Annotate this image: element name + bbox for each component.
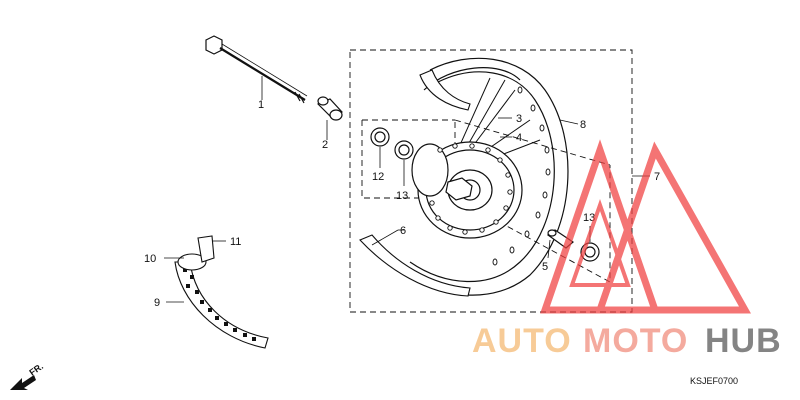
callout-7: 7 <box>654 171 660 183</box>
callout-9: 9 <box>154 297 160 309</box>
rim-spoke-holes <box>492 86 551 266</box>
callout-1: 1 <box>258 99 264 111</box>
watermark-logo: AUTO MOTO HUB <box>472 139 782 360</box>
inner-tube <box>177 235 215 271</box>
callout-3: 3 <box>516 113 522 125</box>
callout-12: 12 <box>372 171 384 183</box>
callout-2: 2 <box>322 139 328 151</box>
callout-13-right: 13 <box>583 212 595 224</box>
callout-6: 6 <box>400 225 406 237</box>
callout-5: 5 <box>542 261 548 273</box>
rim-band <box>359 69 471 297</box>
bearing-left-2 <box>394 140 414 160</box>
watermark-auto: AUTO <box>472 322 572 360</box>
callout-8: 8 <box>580 119 586 131</box>
bearing-right <box>580 242 600 262</box>
front-direction-arrow: FR. <box>10 361 45 390</box>
callout-13-left: 13 <box>396 190 408 202</box>
axle-bolt <box>205 35 308 104</box>
callout-labels: 1 2 3 4 5 6 7 8 9 10 11 12 13 13 <box>144 99 660 309</box>
wheel-hub <box>411 141 523 239</box>
axle-collar <box>316 96 343 121</box>
figure-code: KSJEF0700 <box>690 376 738 386</box>
watermark-moto: MOTO <box>583 322 688 360</box>
tire <box>174 261 269 349</box>
callout-11: 11 <box>230 236 241 248</box>
direction-label: FR. <box>27 361 45 378</box>
logo-triangle-icon <box>540 139 751 314</box>
callout-4: 4 <box>516 132 522 144</box>
bearing-left <box>370 127 390 147</box>
callout-10: 10 <box>144 253 156 265</box>
watermark-hub: HUB <box>705 322 782 360</box>
